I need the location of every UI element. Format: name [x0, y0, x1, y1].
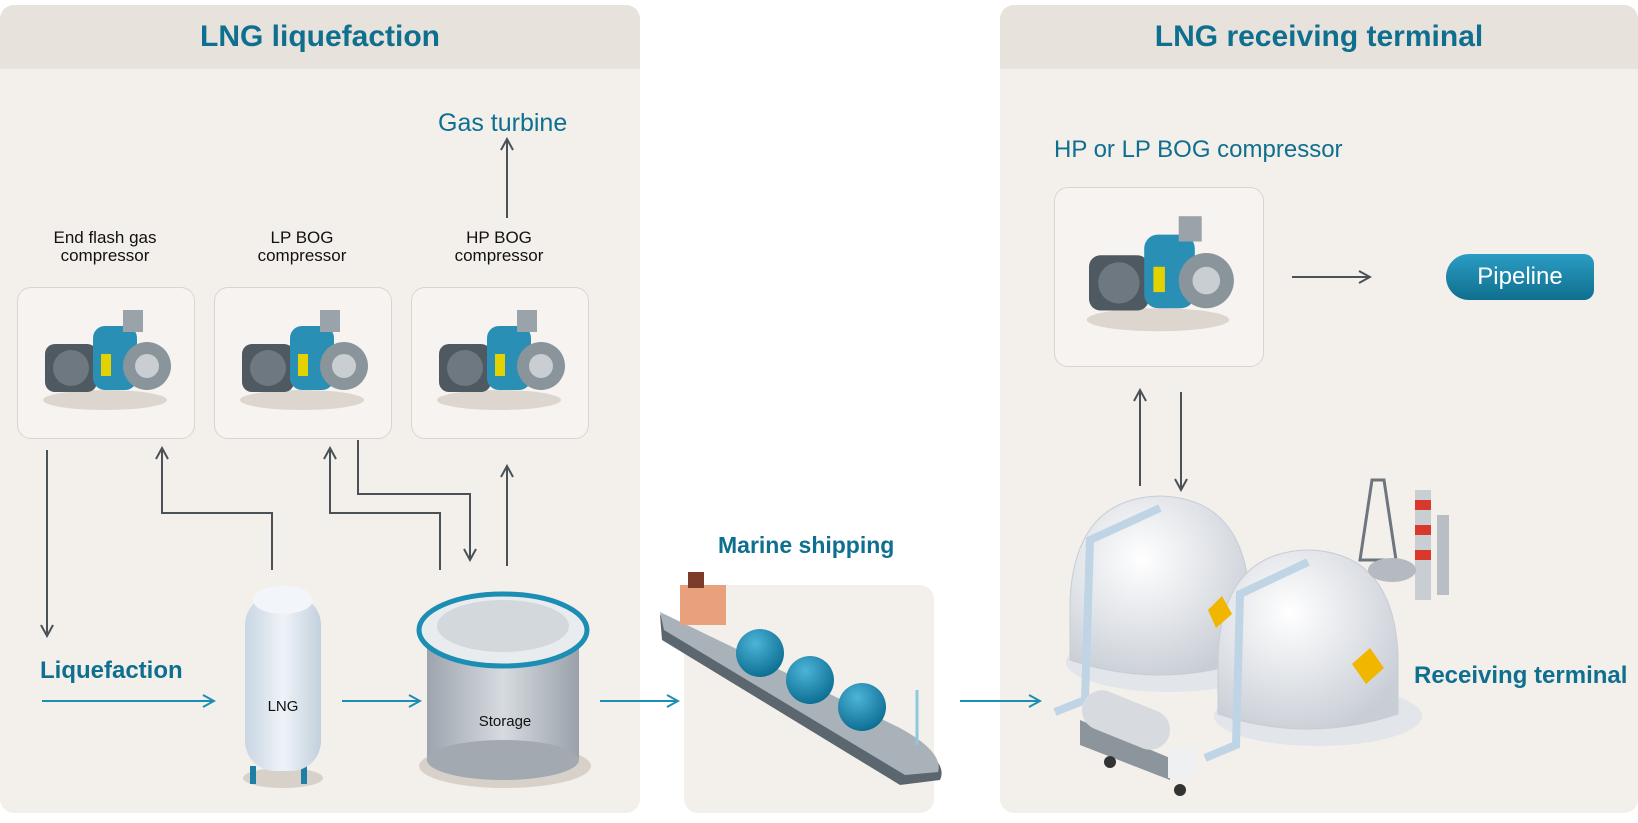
lp-bog-compressor-label: LP BOG compressor — [257, 228, 347, 265]
end-flash-compressor-label: End flash gas compressor — [53, 228, 157, 265]
arrow-lp-bog-to-storage — [357, 440, 470, 560]
compressor-icon — [240, 310, 368, 410]
hp-bog-compressor-label: HP BOG compressor — [454, 228, 544, 265]
compressor-icon — [43, 310, 171, 410]
lng-ship-icon — [660, 572, 942, 785]
lng-receiving-terminal-title: LNG receiving terminal — [1000, 5, 1638, 69]
storage-tank-label: Storage — [478, 713, 532, 730]
arrow-storage-to-lp-bog — [330, 448, 441, 570]
marine-shipping-label: Marine shipping — [718, 532, 895, 558]
hp-lp-bog-compressor-label: HP or LP BOG compressor — [1054, 136, 1343, 163]
arrow-lng-to-end-flash — [162, 448, 273, 570]
lng-tank-icon — [243, 586, 323, 788]
gas-turbine-label: Gas turbine — [438, 109, 568, 137]
lng-liquefaction-title: LNG liquefaction — [0, 5, 640, 69]
receiving-terminal-label: Receiving terminal — [1414, 662, 1628, 689]
liquefaction-label: Liquefaction — [40, 657, 183, 684]
refinery-icon — [1358, 478, 1449, 600]
tanker-truck-icon — [1080, 690, 1196, 796]
flow-arrows-dark — [47, 139, 1370, 636]
compressor-icon — [437, 310, 565, 410]
terminal-storage-icon — [1053, 495, 1422, 762]
compressor-icon — [1086, 216, 1234, 332]
lng-tank-label: LNG — [267, 698, 299, 715]
pipeline-label: Pipeline — [1446, 254, 1594, 300]
storage-tank-icon — [416, 591, 591, 788]
